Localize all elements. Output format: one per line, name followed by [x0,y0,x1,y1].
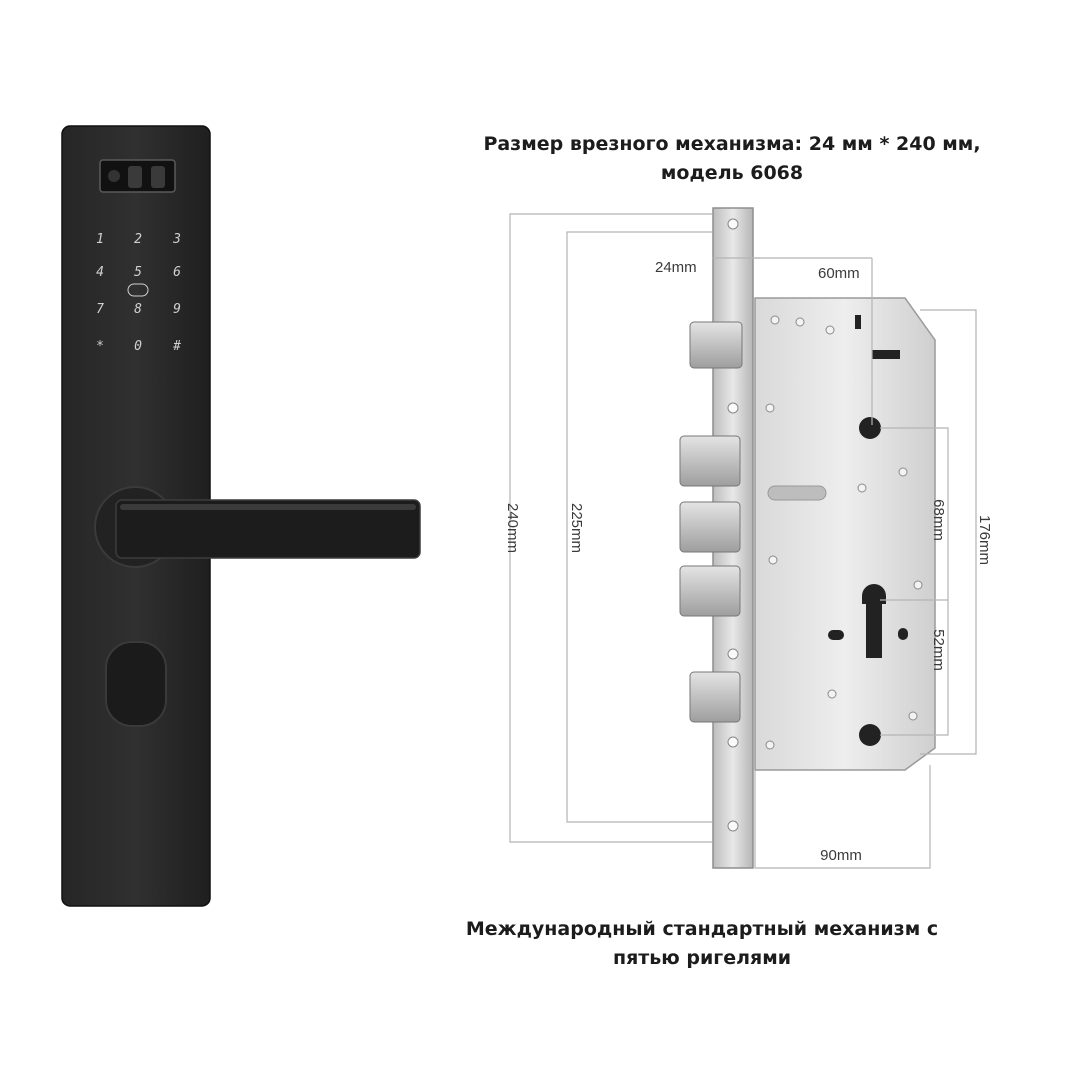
rivet-icon [770,315,780,325]
key-cover[interactable] [105,641,167,727]
keypad-key[interactable]: 6 [173,265,181,280]
deadbolt [689,671,741,723]
dimension-label-60: 60mm [818,265,860,282]
caption-line: пятью ригелями [612,947,792,969]
caption-five-bolt-mechanism: Международный стандартный механизм с пят… [420,915,984,973]
dimension-label-24: 24mm [655,259,697,276]
deadbolt [679,435,741,487]
spindle-hole [859,417,881,439]
screw-icon [727,820,739,832]
rivet-icon [825,325,835,335]
slot-hole [828,630,844,640]
screw-icon [727,648,739,660]
deadbolt [679,501,741,553]
dimension-line-240 [509,213,712,843]
keypad-key[interactable]: 9 [173,302,181,317]
slot-hole [872,350,900,359]
keypad: 1 2 3 4 5 6 7 8 9 * 0 # [96,232,181,354]
dimension-label-225: 225mm [568,503,585,553]
dimension-line-176 [920,309,977,755]
keypad-key[interactable]: 7 [96,302,104,317]
screw-icon [727,402,739,414]
dimension-label-52: 52mm [930,629,947,671]
screw-icon [727,736,739,748]
dimension-label-176: 176mm [976,515,993,565]
keypad-key[interactable]: 2 [134,232,142,247]
spindle-hole [859,724,881,746]
dimension-line-68 [880,427,949,601]
caption-line: модель 6068 [660,162,804,184]
caption-line: Международный стандартный механизм с [465,918,939,940]
rivet-icon [908,711,918,721]
slot-hole [898,628,908,640]
dimension-label-68: 68mm [930,499,947,541]
rivet-icon [765,740,775,750]
slot-hole [855,315,861,329]
nfc-icon [127,283,149,297]
keypad-key[interactable]: * [96,339,104,354]
rivet-icon [913,580,923,590]
dimension-label-90: 90mm [820,847,862,864]
handle-highlight [120,504,416,510]
sensor-icon [151,166,165,188]
rivet-icon [827,689,837,699]
dimension-line-225 [566,231,712,823]
smart-door-lock: 1 2 3 4 5 6 7 8 9 * 0 # [61,125,421,907]
caption-line: Размер врезного механизма: 24 мм * 240 м… [483,133,981,155]
rivet-icon [857,483,867,493]
camera-icon [108,170,120,182]
mortise-case [754,297,936,771]
sensor-icon [128,166,142,188]
keypad-key[interactable]: 0 [134,339,142,354]
door-handle[interactable] [115,499,421,559]
cylinder-cutout [862,584,886,658]
dimension-line-52 [880,600,949,736]
rivet-icon [768,555,778,565]
keypad-key[interactable]: 8 [134,302,142,317]
keypad-key[interactable]: 4 [96,265,104,280]
guide-slot [767,485,827,501]
latch-bolt [689,321,743,369]
rivet-icon [765,403,775,413]
caption-mortise-size: Размер врезного механизма: 24 мм * 240 м… [440,130,1024,188]
dimension-line-90 [754,765,931,869]
keypad-key[interactable]: 3 [172,232,181,247]
screw-icon [727,218,739,230]
dimension-lines [509,213,977,869]
deadbolt [679,565,741,617]
dimension-label-240: 240mm [504,503,521,553]
keypad-key[interactable]: # [172,339,181,354]
keypad-key[interactable]: 1 [96,232,104,247]
keypad-key[interactable]: 5 [134,265,142,280]
mortise-mechanism [679,207,936,869]
rivet-icon [795,317,805,327]
rivet-icon [898,467,908,477]
